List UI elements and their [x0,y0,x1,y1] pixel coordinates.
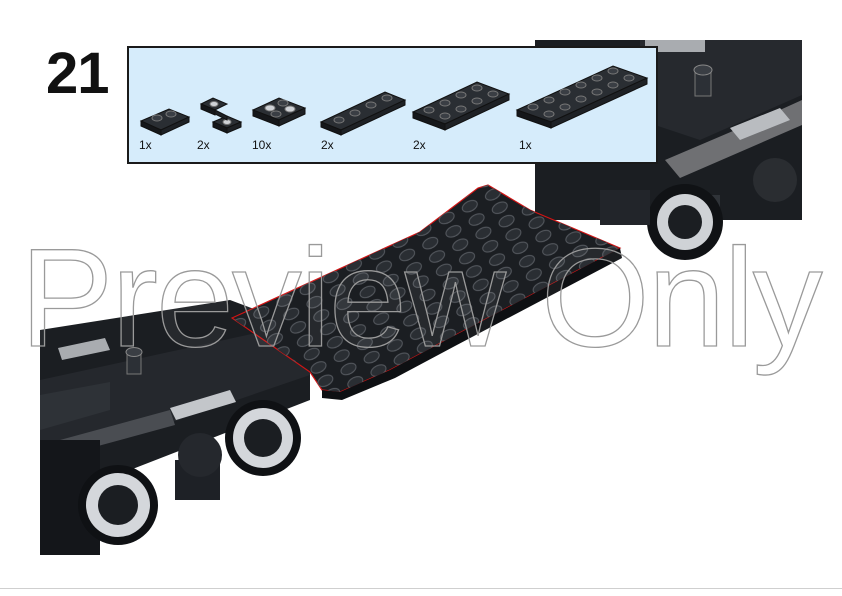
plate-1x2-icon [139,108,191,136]
part-qty: 10x [252,138,272,152]
left-wagon [40,300,310,555]
parts-callout: 1x 2x 10x 2x [127,46,658,164]
bottom-divider [0,588,842,589]
step-number: 21 [46,41,110,106]
part-qty: 2x [321,138,334,152]
modified-plate-1x2-icon [199,97,243,134]
plate-2x6-icon [515,65,649,129]
right-wagon [535,40,802,260]
plate-assembly-highlighted [230,184,622,400]
part-qty: 1x [139,138,152,152]
plate-1x4-icon [319,91,407,136]
modified-plate-2x2-icon [251,97,307,127]
part-qty: 2x [413,138,426,152]
part-qty: 2x [197,138,210,152]
watermark: Preview Only [19,219,823,376]
plate-2x4-icon [411,81,511,131]
part-qty: 1x [519,138,532,152]
